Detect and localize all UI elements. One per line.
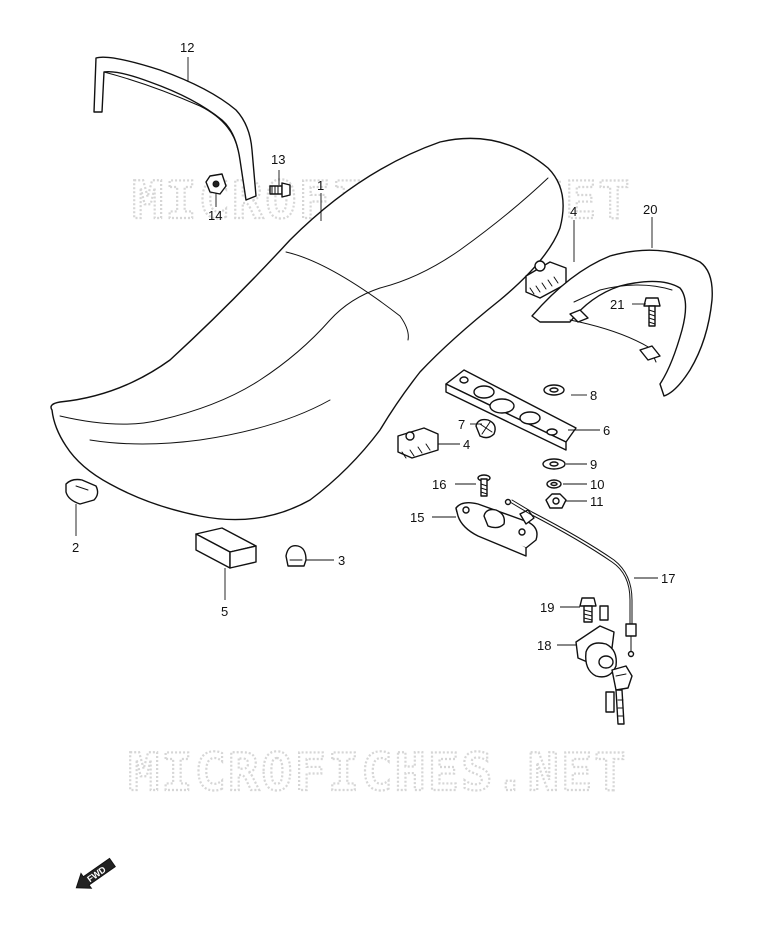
part-19-bolt bbox=[579, 597, 597, 623]
callout-5: 5 bbox=[221, 604, 228, 619]
callout-19: 19 bbox=[540, 600, 554, 615]
callout-9: 9 bbox=[590, 457, 597, 472]
callout-20: 20 bbox=[643, 202, 657, 217]
callout-13: 13 bbox=[271, 152, 285, 167]
part-16-bolt bbox=[477, 474, 491, 497]
callout-6: 6 bbox=[603, 423, 610, 438]
callout-4-upper: 4 bbox=[570, 204, 577, 219]
part-1-seat bbox=[50, 137, 564, 521]
part-3-cap bbox=[285, 545, 307, 567]
callout-14: 14 bbox=[208, 208, 222, 223]
part-18-seat-lock bbox=[575, 605, 633, 725]
part-5-pad bbox=[195, 527, 257, 569]
part-12-seat-strap bbox=[93, 56, 257, 201]
callout-3: 3 bbox=[338, 553, 345, 568]
part-4-cushion-lower bbox=[397, 427, 439, 459]
part-17-cable bbox=[504, 498, 637, 658]
callout-2: 2 bbox=[72, 540, 79, 555]
part-15-lock-base bbox=[455, 501, 538, 557]
callout-8: 8 bbox=[590, 388, 597, 403]
callout-16: 16 bbox=[432, 477, 446, 492]
leader-lines bbox=[75, 57, 658, 646]
part-8-washer bbox=[543, 384, 565, 396]
part-4-cushion-upper bbox=[525, 260, 567, 299]
callout-18: 18 bbox=[537, 638, 551, 653]
fwd-arrow-icon: FWD bbox=[75, 857, 116, 889]
part-13-bolt bbox=[269, 182, 291, 198]
callout-15: 15 bbox=[410, 510, 424, 525]
part-10-washer bbox=[546, 479, 562, 489]
part-6-plate bbox=[445, 369, 577, 451]
part-2-clip bbox=[65, 478, 99, 505]
part-11-nut bbox=[545, 493, 567, 509]
callout-1: 1 bbox=[317, 178, 324, 193]
part-9-washer bbox=[542, 458, 566, 470]
callout-4-lower: 4 bbox=[463, 437, 470, 452]
part-14-nut bbox=[205, 173, 227, 195]
part-20-carrier bbox=[531, 249, 713, 397]
part-7-clip bbox=[475, 418, 496, 439]
callout-11: 11 bbox=[590, 494, 604, 509]
part-21-bolt bbox=[643, 297, 661, 327]
watermark-bottom: MICROFICHES.NET bbox=[128, 743, 628, 803]
callout-7: 7 bbox=[458, 417, 465, 432]
callout-10: 10 bbox=[590, 477, 604, 492]
callout-21: 21 bbox=[610, 297, 624, 312]
callout-17: 17 bbox=[661, 571, 675, 586]
callout-12: 12 bbox=[180, 40, 194, 55]
